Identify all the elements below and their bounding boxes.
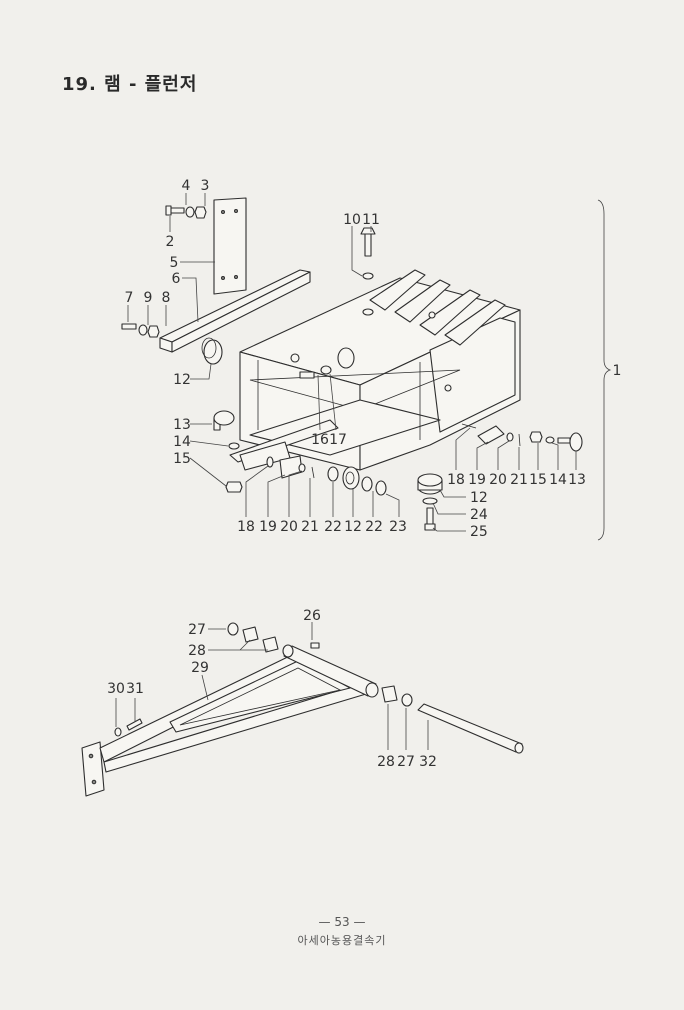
mount-plate: [81, 741, 105, 797]
callout-13-left: 13: [173, 417, 191, 433]
pin-part-26: [310, 642, 320, 649]
callout-17: 17: [329, 432, 347, 448]
cotter-pin-part-21-right: [518, 433, 521, 447]
callout-26: 26: [303, 608, 321, 624]
callout-15-right: 15: [529, 472, 547, 488]
pin-part-18-right: [461, 423, 477, 429]
callout-9: 9: [144, 290, 153, 306]
callout-28-lower: 28: [377, 754, 395, 770]
callout-32: 32: [419, 754, 437, 770]
callout-21-left: 21: [301, 519, 319, 535]
nut-part-15-right: [529, 431, 543, 443]
callout-19-left: 19: [259, 519, 277, 535]
washer-part-30: [114, 727, 122, 737]
callout-labels: 4 3 2 10 11 5 6 7 9 8 12 1 13 14 15 16 1…: [107, 178, 621, 770]
shaft-part-32: [417, 703, 523, 753]
bolt-part-2: [169, 207, 185, 214]
plunger-arm-assembly: [81, 622, 524, 797]
page-number: — 53 —: [318, 915, 366, 929]
callout-31: 31: [126, 681, 144, 697]
callout-12-upper: 12: [173, 372, 191, 388]
sleeve-part-28-upper-b: [262, 636, 279, 653]
callout-18-left: 18: [237, 519, 255, 535]
callout-12-lower: 12: [344, 519, 362, 535]
pin-part-11: [364, 233, 372, 257]
washer-part-9: [138, 324, 148, 336]
callout-7: 7: [125, 290, 134, 306]
washer-part-14-left: [228, 442, 240, 450]
callout-30: 30: [107, 681, 125, 697]
sleeve-part-28-lower: [381, 685, 398, 703]
callout-3: 3: [201, 178, 210, 194]
callout-22-a: 22: [324, 519, 342, 535]
callout-12-right: 12: [470, 490, 488, 506]
washer-part-14-right: [545, 436, 555, 444]
sleeve-part-28-upper-a: [242, 626, 259, 643]
washer-part-10: [362, 272, 374, 280]
roller-part-12-lower: [342, 466, 360, 490]
washer-part-20-left: [298, 463, 306, 473]
callout-29: 29: [191, 660, 209, 676]
callout-20-left: 20: [280, 519, 298, 535]
book-name: 아세아농용결속기: [297, 934, 387, 947]
callout-20-right: 20: [489, 472, 507, 488]
link-part-19-right: [477, 425, 505, 445]
page-title: 19. 램 - 플런저: [62, 74, 198, 95]
bushing-part-27-lower: [401, 693, 413, 707]
plate-part-5: [213, 197, 247, 295]
washer-part-22-a: [327, 466, 339, 482]
washer-part-20-right: [506, 432, 514, 442]
callout-5: 5: [170, 255, 179, 271]
callout-27-lower: 27: [397, 754, 415, 770]
callout-16: 16: [311, 432, 329, 448]
callout-13-right: 13: [568, 472, 586, 488]
washer-part-4: [185, 206, 195, 218]
nut-part-8: [147, 325, 160, 338]
callout-15-left: 15: [173, 451, 191, 467]
bolt-part-16: [299, 371, 315, 379]
callout-14-right: 14: [549, 472, 567, 488]
washer-part-24: [422, 497, 438, 505]
washer-part-23: [375, 480, 387, 496]
callout-2: 2: [166, 234, 175, 250]
bushing-part-27-upper: [227, 622, 239, 636]
callout-14-left: 14: [173, 434, 191, 450]
callout-25: 25: [470, 524, 488, 540]
cotter-pin-part-21-left: [311, 466, 315, 479]
nut-part-3: [194, 206, 207, 219]
callout-1: 1: [613, 363, 622, 379]
stud-part-13-right: [557, 437, 571, 444]
bolt-part-31: [126, 718, 143, 731]
callout-6: 6: [172, 271, 181, 287]
callout-10: 10: [343, 212, 361, 228]
pin-part-18-left: [266, 456, 274, 468]
callout-28-upper: 28: [188, 643, 206, 659]
washer-part-22-b: [361, 476, 373, 492]
roller-part-12: [203, 339, 223, 365]
nut-part-15-left: [225, 481, 243, 493]
callout-27-upper: 27: [188, 622, 206, 638]
callout-24: 24: [470, 507, 488, 523]
bolt-part-7: [121, 323, 137, 330]
ram-plunger-assembly: [121, 193, 612, 541]
nut-part-17: [320, 365, 332, 375]
callout-21-right: 21: [510, 472, 528, 488]
callout-18-right: 18: [447, 472, 465, 488]
callout-19-right: 19: [468, 472, 486, 488]
callout-11: 11: [362, 212, 380, 228]
callout-8: 8: [162, 290, 171, 306]
callout-23: 23: [389, 519, 407, 535]
callout-22-b: 22: [365, 519, 383, 535]
callout-4: 4: [182, 178, 191, 194]
